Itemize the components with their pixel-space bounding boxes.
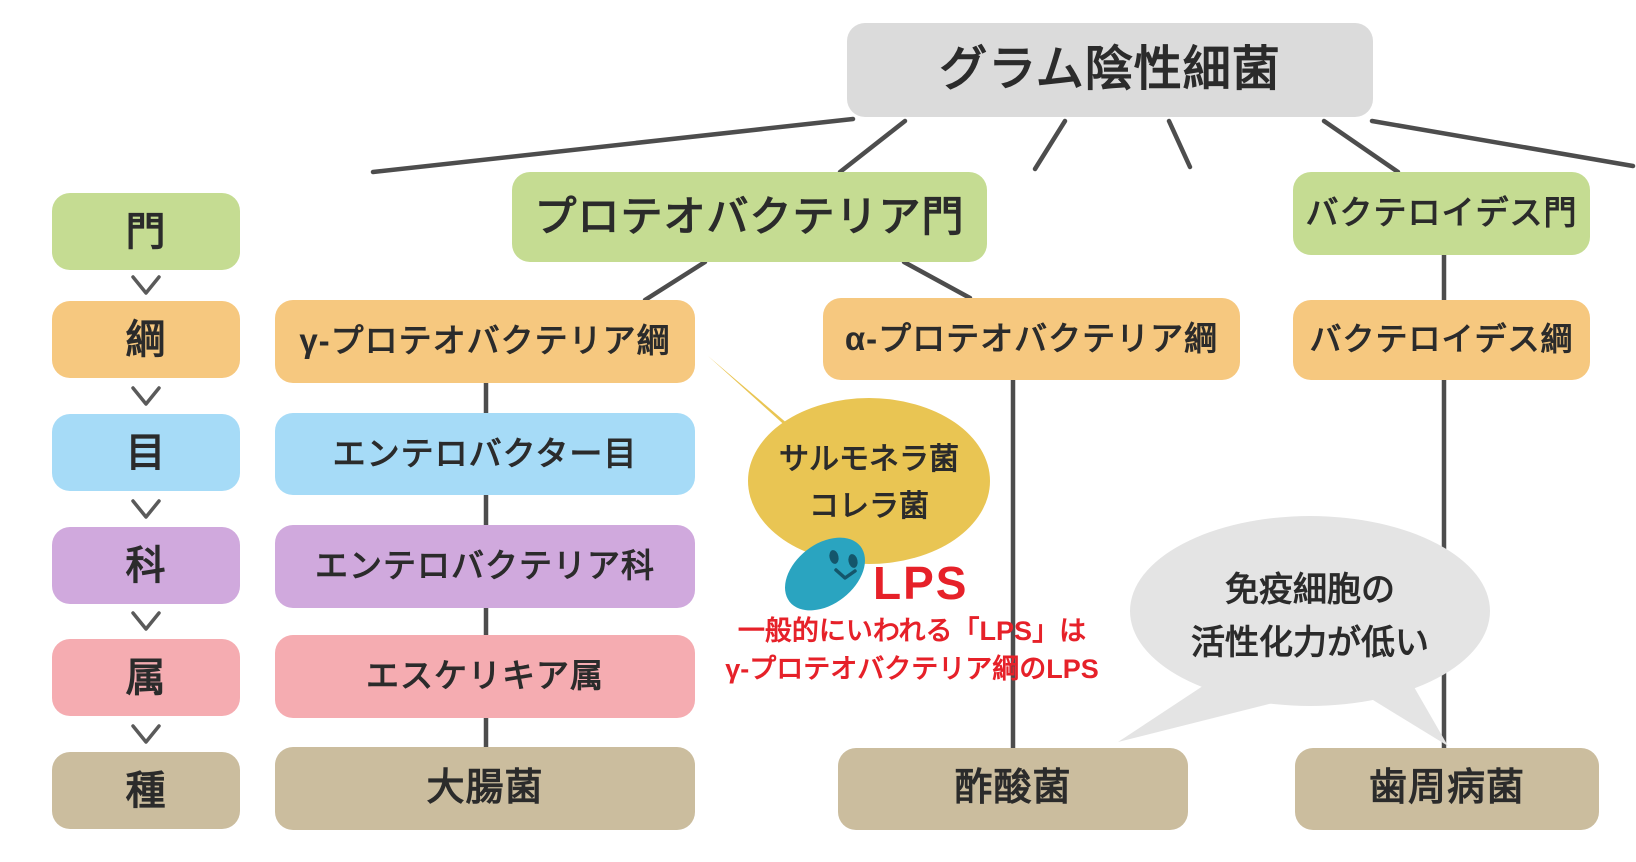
bubble-line: 免疫細胞の (1225, 571, 1395, 609)
node-bacteroidetes-phylum: バクテロイデス門 (1293, 172, 1590, 255)
lps-bacterium-icon (785, 537, 865, 611)
chevron-down-icon (131, 611, 161, 631)
lps-label: LPS (873, 557, 969, 609)
chevron-down-icon (131, 499, 161, 519)
root-branch-line (370, 116, 856, 175)
bubble-line: コレラ菌 (809, 490, 929, 523)
lps-note: 一般的にいわれる「LPS」は γ-プロテオバクテリア綱のLPS (692, 612, 1132, 688)
node-escherichia-genus: エスケリキア属 (275, 635, 695, 718)
immune-bubble-text: 免疫細胞の 活性化力が低い (1130, 564, 1490, 670)
root-branch-line (1321, 118, 1401, 175)
rank-box-species: 種 (52, 752, 240, 829)
lps-note-line: 一般的にいわれる「LPS」は (737, 616, 1087, 646)
root-branch-line (837, 118, 908, 175)
salmonella-cholera-bubble-text: サルモネラ菌 コレラ菌 (749, 436, 989, 530)
rank-box-class: 綱 (52, 301, 240, 378)
node-enterobacteria-family: エンテロバクテリア科 (275, 525, 695, 608)
node-enterobacter-order: エンテロバクター目 (275, 413, 695, 495)
node-e-coli: 大腸菌 (275, 747, 695, 830)
chevron-down-icon (131, 386, 161, 406)
root-branch-line (1166, 118, 1193, 170)
bubble-line: 活性化力が低い (1191, 624, 1429, 662)
node-periodontal-bacteria: 歯周病菌 (1295, 748, 1599, 830)
phylum-to-alpha-line (901, 259, 973, 301)
rank-box-genus: 属 (52, 639, 240, 716)
node-proteobacteria-phylum: プロテオバクテリア門 (512, 172, 987, 262)
node-alpha-proteobacteria-class: α-プロテオバクテリア綱 (823, 298, 1240, 380)
bubble-tail (1360, 680, 1448, 746)
immune-bubble (1118, 516, 1490, 746)
chevron-down-icon (131, 275, 161, 295)
root-node-gram-negative: グラム陰性細菌 (847, 23, 1373, 117)
bubble-tail (1118, 678, 1285, 742)
bubble-line: サルモネラ菌 (779, 443, 959, 476)
phylum-to-gamma-line (642, 259, 708, 303)
salmonella-cholera-bubble (708, 356, 990, 564)
lps-note-line: γ-プロテオバクテリア綱のLPS (725, 654, 1099, 684)
root-branch-line (1369, 118, 1636, 169)
chevron-down-icon (131, 724, 161, 744)
node-bacteroidetes-class: バクテロイデス綱 (1293, 300, 1590, 380)
rank-box-family: 科 (52, 527, 240, 604)
root-branch-line (1032, 118, 1068, 172)
node-gamma-proteobacteria-class: γ-プロテオバクテリア綱 (275, 300, 695, 383)
node-acetic-acid-bacteria: 酢酸菌 (838, 748, 1188, 830)
rank-box-phylum: 門 (52, 193, 240, 270)
rank-box-order: 目 (52, 414, 240, 491)
